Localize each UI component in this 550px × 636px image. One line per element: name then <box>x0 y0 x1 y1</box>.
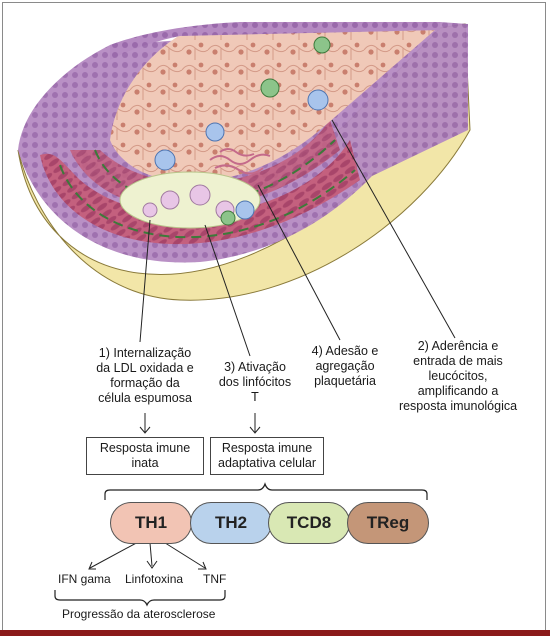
innate-response-box: Resposta imune inata <box>86 437 204 475</box>
artery-media-layer <box>40 140 360 245</box>
artery-lumen <box>110 30 435 182</box>
step2-label: 2) Aderência e entrada de mais leucócito… <box>398 339 518 413</box>
cytokine-tnf: TNF <box>203 572 227 586</box>
atherosclerotic-plaque <box>119 171 261 229</box>
step1-label: 1) Internalização da LDL oxidada e forma… <box>96 346 194 405</box>
tcd8-cell: TCD8 <box>268 502 350 544</box>
progression-label: Progressão da aterosclerose <box>62 607 216 621</box>
bottom-rule <box>0 630 550 636</box>
arrows-to-boxes <box>139 413 261 434</box>
platelet-aggregation <box>209 148 271 175</box>
cytokine-arrows <box>88 540 207 570</box>
cell-group-brace <box>104 482 428 500</box>
artery-outer-wall <box>17 23 471 301</box>
th1-cell: TH1 <box>110 502 192 544</box>
treg-cell: TReg <box>347 502 429 544</box>
callout-lines <box>139 119 456 357</box>
step4-label: 4) Adesão e agregação plaquetária <box>311 344 379 388</box>
cytokine-ifn-gama: IFN gama <box>58 572 111 586</box>
artery-top-band <box>110 22 440 60</box>
progression-brace <box>54 590 226 607</box>
step3-label: 3) Ativação dos linfócitos T <box>218 360 292 404</box>
leukocytes <box>154 36 331 226</box>
elastic-lamina <box>59 164 356 239</box>
cytokine-linfotoxina: Linfotoxina <box>125 572 184 586</box>
plaque-foam-cells <box>142 184 235 220</box>
adaptive-response-box: Resposta imune adaptativa celular <box>210 437 324 475</box>
th2-cell: TH2 <box>190 502 272 544</box>
